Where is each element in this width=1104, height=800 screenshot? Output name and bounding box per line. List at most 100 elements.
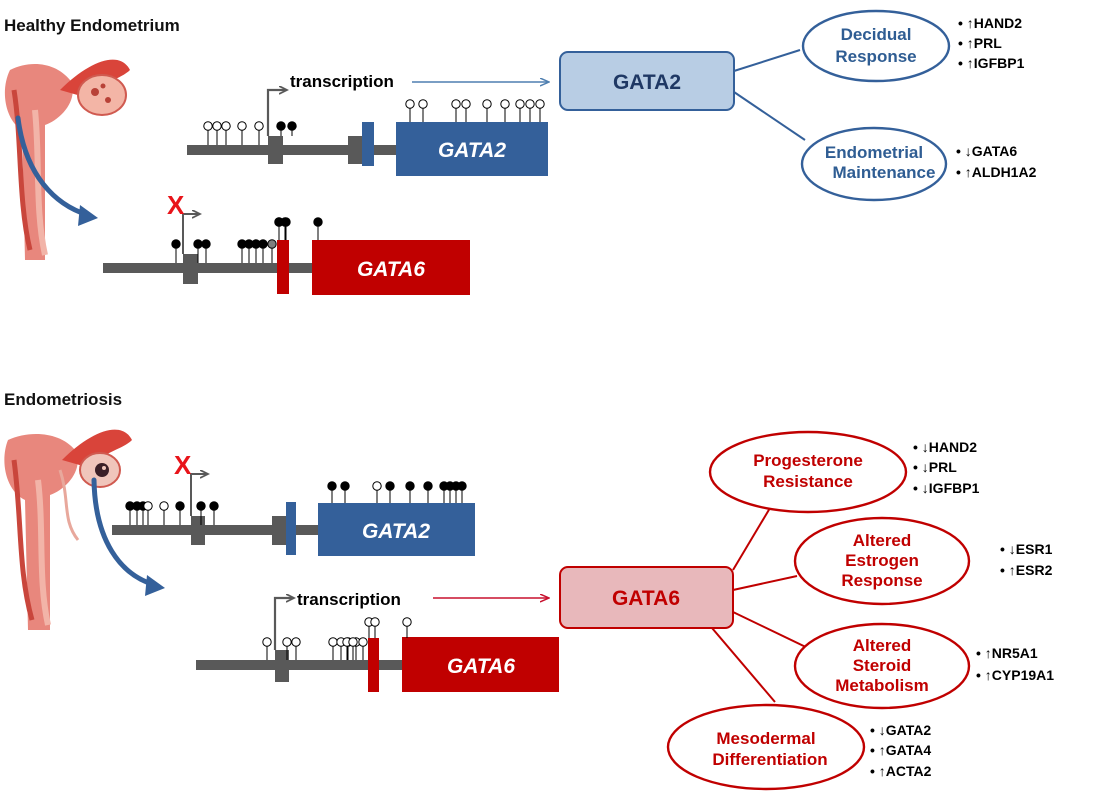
gene-backbone — [187, 145, 397, 155]
methylated-cpg-mark — [423, 481, 433, 491]
unmethylated-cpg-mark — [402, 617, 412, 627]
methylated-cpg-mark — [209, 501, 219, 511]
target-gene: • ↓GATA6 — [956, 143, 1017, 159]
methylated-cpg-mark — [327, 481, 337, 491]
tss-arrow — [190, 474, 207, 516]
exon-block — [348, 136, 362, 164]
healthy-flow-arrow — [15, 115, 91, 218]
methylated-cpg-mark — [340, 481, 350, 491]
tss-arrow — [182, 214, 199, 254]
gene-body — [312, 240, 470, 295]
effect-mesodermal-differentiation: Mesodermal Differentiation • ↓GATA2 • ↑G… — [666, 703, 932, 791]
exon-start — [368, 638, 379, 692]
endo-gata2-methylation-marks — [125, 481, 467, 525]
effect-altered-estrogen-response: Altered Estrogen Response • ↓ESR1 • ↑ESR… — [793, 516, 1053, 606]
effect-title-line: Estrogen — [845, 551, 919, 570]
target-gene: • ↓GATA2 — [870, 722, 931, 738]
effect-title-line: Metabolism — [835, 676, 929, 695]
target-gene: • ↑GATA4 — [870, 742, 931, 758]
exon-block — [191, 516, 205, 545]
transcription-label: transcription — [297, 590, 401, 609]
unmethylated-cpg-mark — [358, 637, 368, 647]
exon-start — [362, 122, 374, 166]
target-gene: • ↑ALDH1A2 — [956, 164, 1037, 180]
silencing-x: X — [167, 190, 185, 220]
endo-flow-arrow — [91, 477, 158, 588]
effect-endometrial-maintenance: Endometrial Maintenance • ↓GATA6 • ↑ALDH… — [800, 126, 1037, 202]
effect-title-line: Progesterone — [753, 451, 863, 470]
gene-label: GATA2 — [362, 520, 430, 543]
methylated-cpg-mark — [313, 217, 323, 227]
healthy-gata2-methylation-marks — [203, 99, 545, 145]
gene-body — [396, 122, 548, 176]
gene-body — [402, 637, 559, 692]
effect-title-line: Steroid — [853, 656, 912, 675]
exon-block — [272, 516, 286, 545]
target-gene: • ↑IGFBP1 — [958, 55, 1025, 71]
connector — [732, 507, 771, 571]
gene-backbone — [103, 263, 315, 273]
gene-body — [318, 503, 475, 556]
unmethylated-cpg-mark — [535, 99, 545, 109]
target-gene: • ↑PRL — [958, 35, 1002, 51]
endo-gata2-gene: GATA2 — [112, 502, 475, 556]
effect-title-line: Differentiation — [712, 750, 827, 769]
healthy-gata6-gene: GATA6 — [103, 240, 470, 295]
unmethylated-cpg-mark — [418, 99, 428, 109]
methylated-cpg-mark — [385, 481, 395, 491]
unmethylated-cpg-mark — [143, 501, 153, 511]
unmethylated-cpg-mark — [348, 637, 358, 647]
unmethylated-cpg-mark — [291, 637, 301, 647]
target-gene: • ↑NR5A1 — [976, 645, 1038, 661]
effect-title-line: Decidual — [841, 25, 912, 44]
gene-label: GATA6 — [447, 655, 515, 678]
endometriosis-section-title: Endometriosis — [4, 390, 122, 409]
effect-title-line: Resistance — [763, 472, 853, 491]
healthy-gata6-methylation-marks — [171, 217, 323, 263]
healthy-gata2-gene: GATA2 — [187, 122, 548, 176]
transcription-label: transcription — [290, 72, 394, 91]
effect-title-line: Maintenance — [833, 163, 936, 182]
methylated-cpg-mark — [287, 121, 297, 131]
target-gene: • ↑CYP19A1 — [976, 667, 1054, 683]
unmethylated-cpg-mark — [461, 99, 471, 109]
gata6-protein-box — [559, 566, 734, 629]
protein-label: GATA2 — [613, 71, 681, 94]
methylated-cpg-mark — [175, 501, 185, 511]
unmethylated-cpg-mark — [203, 121, 213, 131]
methylated-cpg-mark — [405, 481, 415, 491]
connector — [732, 611, 813, 651]
exon-start — [277, 240, 289, 294]
tss-arrow — [266, 90, 286, 136]
gene-backbone — [196, 660, 406, 670]
silencing-x: X — [174, 450, 192, 480]
unmethylated-cpg-mark — [262, 637, 272, 647]
unmethylated-cpg-mark — [159, 501, 169, 511]
gata2-protein-box — [559, 51, 735, 111]
unmethylated-cpg-mark — [405, 99, 415, 109]
target-gene: • ↓HAND2 — [913, 439, 977, 455]
unmethylated-cpg-mark — [282, 637, 292, 647]
effect-title-line: Altered — [853, 531, 912, 550]
endo-flow-arrowhead — [145, 575, 165, 596]
unmethylated-cpg-mark — [500, 99, 510, 109]
unmethylated-cpg-mark — [221, 121, 231, 131]
unmethylated-cpg-mark — [370, 617, 380, 627]
target-gene: • ↑HAND2 — [958, 15, 1022, 31]
healthy-section-title: Healthy Endometrium — [4, 16, 180, 35]
exon-block — [268, 136, 283, 164]
protein-label: GATA6 — [612, 587, 680, 610]
methylated-cpg-mark — [280, 217, 290, 227]
connector — [711, 627, 776, 703]
unmethylated-cpg-mark — [451, 99, 461, 109]
unmethylated-cpg-mark — [482, 99, 492, 109]
gene-backbone — [112, 525, 322, 535]
connector — [732, 575, 798, 591]
methylated-cpg-mark — [196, 501, 206, 511]
effect-progesterone-resistance: Progesterone Resistance • ↓HAND2 • ↓PRL … — [708, 430, 980, 514]
effect-title-line: Response — [835, 47, 916, 66]
endo-gata6-methylation-marks — [262, 617, 412, 660]
connector — [733, 91, 806, 141]
target-gene: • ↑ESR2 — [1000, 562, 1053, 578]
